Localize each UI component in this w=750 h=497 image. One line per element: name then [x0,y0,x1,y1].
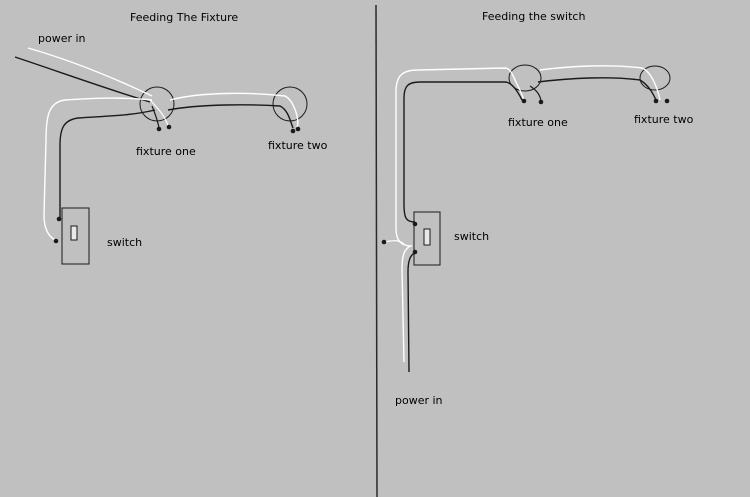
right-fixture-one-label: fixture one [508,116,568,129]
left-panel-title: Feeding The Fixture [130,11,239,24]
left-switch-terminal [56,216,62,222]
right-panel-title: Feeding the switch [482,10,586,23]
right-neutral-jumper [384,240,405,245]
right-switch-toggle [423,228,431,246]
left-switch-toggle [70,225,78,241]
left-run-white-wire [169,92,299,129]
right-fixture-two-terminal [664,98,670,104]
right-run-black-wire [537,77,657,101]
right-fixture-two-box [639,65,671,91]
right-power-in-black-wire [407,252,416,373]
right-neutral-terminal [381,239,387,245]
right-switch-terminal [412,249,418,255]
left-fixture-one-terminal [156,126,162,132]
right-switch-terminal [412,221,418,227]
right-panel [381,64,671,373]
right-fixture-one-lead [529,85,542,102]
right-switch-box [413,211,441,266]
right-fixture-one-lead [519,89,525,101]
left-power-in-label: power in [38,32,86,45]
right-fixture-one-terminal [521,98,527,104]
left-power-in-white-wire [27,47,153,97]
right-switch-leg-white-wire [395,67,521,247]
left-switch-loop-white-wire [43,97,153,241]
left-fixture-two-terminal [295,126,301,132]
right-fixture-one-terminal [538,99,544,105]
right-fixture-two-terminal [653,98,659,104]
left-power-in-black-wire [14,56,151,103]
left-switch-label: switch [107,236,143,249]
right-fixture-two-label: fixture two [634,113,694,126]
left-fixture-one-black-lead [151,105,160,129]
right-switch-label: switch [454,230,490,243]
panel-divider [375,4,378,497]
left-switch-loop-black-wire [59,109,156,218]
left-switch-box [61,207,90,265]
right-switch-leg-black-wire [403,81,523,223]
left-fixture-two-terminal [290,128,296,134]
left-fixture-two-box [272,86,308,122]
right-power-in-white-wire [401,245,411,363]
right-run-white-wire [539,65,661,101]
left-panel [14,47,308,265]
left-switch-terminal [53,238,59,244]
left-fixture-two-label: fixture two [268,139,328,152]
left-fixture-one-terminal [166,124,172,130]
right-power-in-label: power in [395,394,443,407]
left-fixture-one-white-lead [149,99,169,127]
left-run-black-wire [167,104,294,129]
left-fixture-one-label: fixture one [136,145,196,158]
right-fixture-one-box [508,64,542,92]
